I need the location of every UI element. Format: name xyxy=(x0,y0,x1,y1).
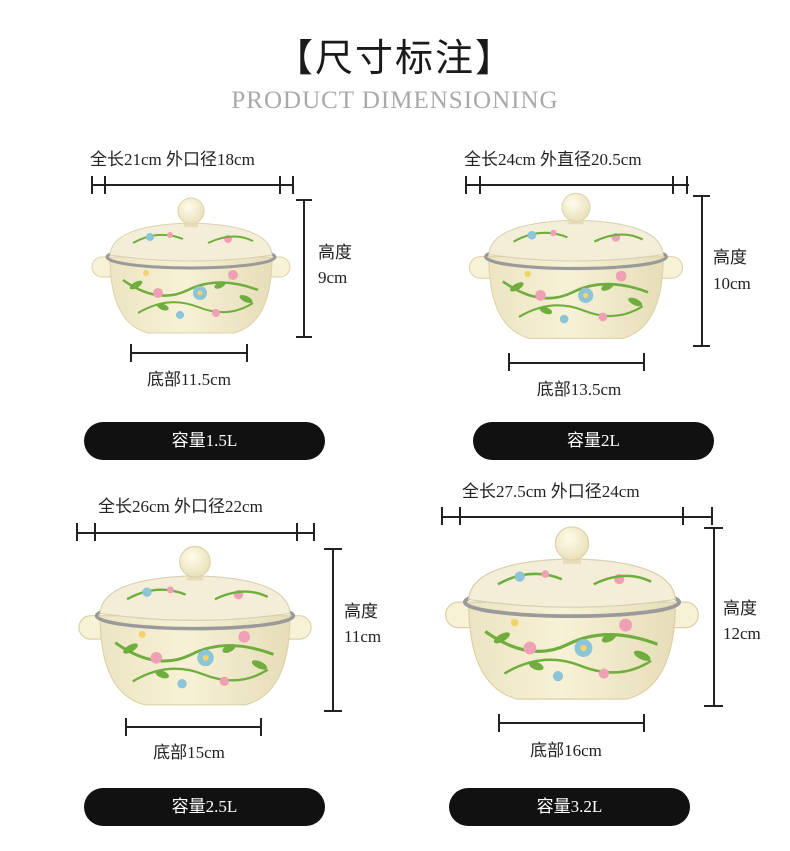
enamel-pot-image xyxy=(91,197,291,334)
height-tick xyxy=(296,199,312,201)
height-title: 高度 xyxy=(344,602,378,621)
base-label: 底部13.5cm xyxy=(536,380,622,399)
width-tick xyxy=(459,507,461,525)
base-tick xyxy=(643,353,645,371)
width-tick xyxy=(479,176,481,194)
height-dimension-line xyxy=(713,527,715,707)
height-tick xyxy=(704,705,723,707)
width-tick xyxy=(104,176,106,194)
width-tick xyxy=(682,507,684,525)
width-tick xyxy=(76,523,78,541)
enamel-pot-image xyxy=(445,526,699,700)
width-tick xyxy=(279,176,281,194)
height-tick xyxy=(693,195,710,197)
total-length-label: 全长27.5cm 外口径24cm xyxy=(462,482,640,501)
height-tick xyxy=(324,710,342,712)
height-dimension-line xyxy=(701,195,703,347)
width-tick xyxy=(441,507,443,525)
capacity-badge: 容量2L xyxy=(473,422,714,460)
page-subtitle: PRODUCT DIMENSIONING xyxy=(231,87,559,114)
width-tick xyxy=(711,507,713,525)
page-title: 【尺寸标注】 xyxy=(274,36,515,80)
width-tick xyxy=(686,176,688,194)
width-tick xyxy=(292,176,294,194)
height-tick xyxy=(324,548,342,550)
height-dimension-line xyxy=(303,199,305,338)
base-label: 底部11.5cm xyxy=(147,370,231,389)
base-tick xyxy=(260,718,262,736)
height-value: 9cm xyxy=(318,268,348,287)
total-length-label: 全长24cm 外直径20.5cm xyxy=(464,150,642,169)
height-title: 高度 xyxy=(723,599,757,618)
width-tick xyxy=(91,176,93,194)
enamel-pot-image xyxy=(468,192,684,340)
height-value: 10cm xyxy=(713,274,751,293)
width-tick xyxy=(296,523,298,541)
width-dimension-line xyxy=(76,532,315,534)
height-tick xyxy=(296,336,312,338)
capacity-badge: 容量3.2L xyxy=(449,788,690,826)
height-value: 11cm xyxy=(344,627,382,646)
width-dimension-line xyxy=(441,516,713,518)
base-tick xyxy=(643,714,645,732)
base-label: 底部16cm xyxy=(530,741,602,760)
base-dimension-line xyxy=(125,726,262,728)
width-tick xyxy=(672,176,674,194)
base-tick xyxy=(246,344,248,362)
width-tick xyxy=(94,523,96,541)
height-title: 高度 xyxy=(713,248,747,267)
capacity-badge: 容量1.5L xyxy=(84,422,325,460)
height-title: 高度 xyxy=(318,243,352,262)
height-value: 12cm xyxy=(723,624,761,643)
height-tick xyxy=(704,527,723,529)
base-dimension-line xyxy=(508,362,645,364)
capacity-badge: 容量2.5L xyxy=(84,788,325,826)
width-tick xyxy=(313,523,315,541)
width-dimension-line xyxy=(465,184,689,186)
base-tick xyxy=(498,714,500,732)
height-dimension-line xyxy=(332,548,334,712)
height-tick xyxy=(693,345,710,347)
base-dimension-line xyxy=(130,352,248,354)
base-dimension-line xyxy=(498,722,645,724)
base-tick xyxy=(130,344,132,362)
total-length-label: 全长26cm 外口径22cm xyxy=(98,497,263,516)
total-length-label: 全长21cm 外口径18cm xyxy=(90,150,255,169)
width-dimension-line xyxy=(91,184,294,186)
base-tick xyxy=(125,718,127,736)
base-label: 底部15cm xyxy=(153,743,225,762)
width-tick xyxy=(465,176,467,194)
enamel-pot-image xyxy=(78,545,312,706)
base-tick xyxy=(508,353,510,371)
